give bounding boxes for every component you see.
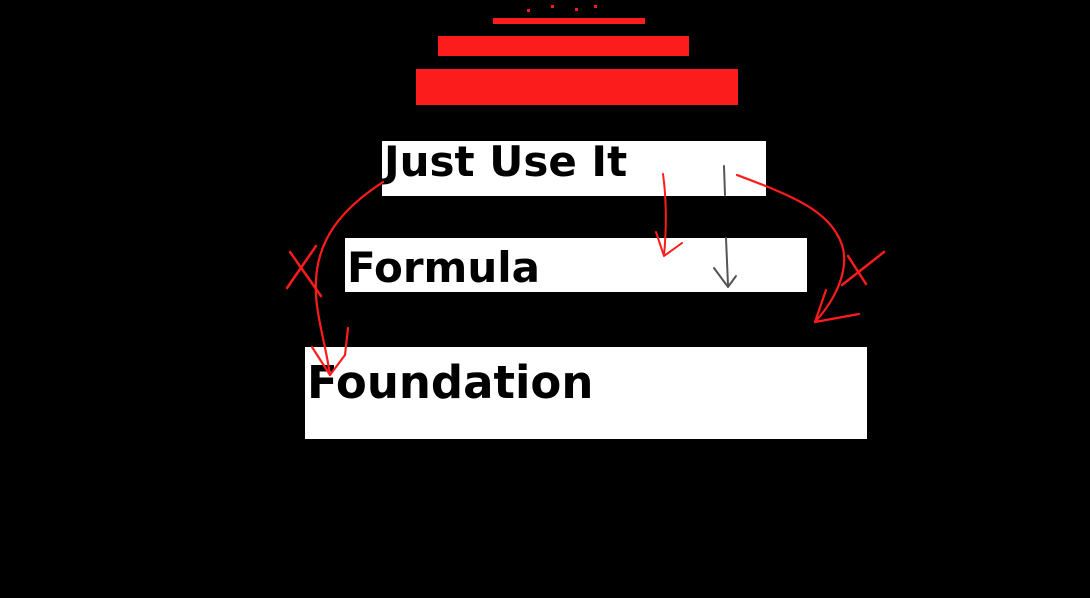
cross-icon: [285, 244, 323, 298]
level-foundation: Foundation: [305, 347, 867, 439]
pyramid-red-bar-bottom: [416, 69, 738, 105]
pyramid-red-bar-top: [493, 18, 645, 24]
pyramid-red-bar-middle: [438, 36, 689, 56]
level-formula: Formula: [345, 238, 807, 292]
cross-icon: [840, 250, 886, 287]
level-label: Formula: [347, 243, 540, 292]
level-just-use-it: Just Use It: [382, 141, 766, 196]
top-dot: [551, 5, 554, 8]
curved-arrow-icon: [813, 288, 861, 324]
top-dot: [527, 9, 530, 12]
level-label: Just Use It: [384, 137, 628, 186]
top-dot: [575, 8, 578, 11]
level-label: Foundation: [307, 356, 594, 409]
top-dot: [594, 5, 597, 8]
